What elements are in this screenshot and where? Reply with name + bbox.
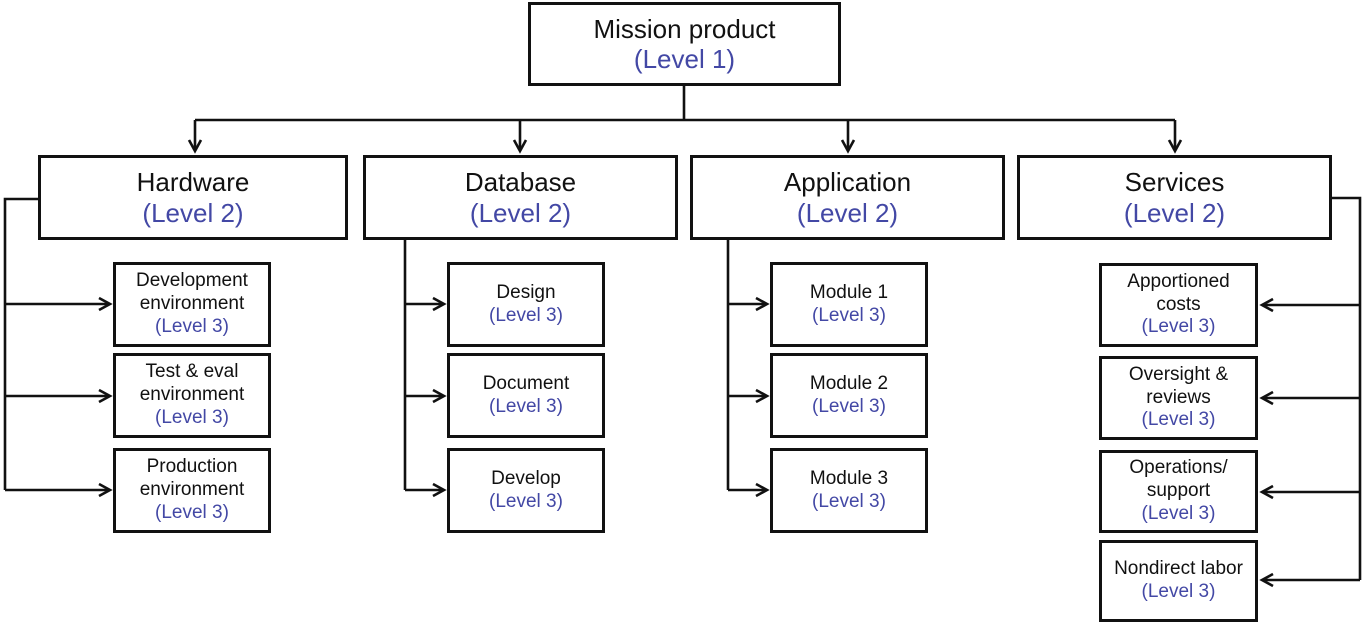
- leaf-level-label: (Level 3): [1141, 581, 1216, 602]
- leaf-title: Development environment: [136, 270, 248, 315]
- leaf-box-module-3: Module 3 (Level 3): [770, 448, 928, 533]
- database-branch-wires: [403, 240, 447, 498]
- branch-level-label: (Level 2): [1123, 197, 1226, 228]
- root-title: Mission product: [593, 13, 776, 44]
- leaf-title: Apportioned costs: [1127, 270, 1230, 315]
- leaf-box-develop: Develop (Level 3): [447, 448, 605, 533]
- leaf-title: Module 2: [809, 372, 889, 394]
- application-branch-wires: [726, 240, 770, 498]
- branch-box-application: Application (Level 2): [690, 155, 1005, 240]
- leaf-box-module-1: Module 1 (Level 3): [770, 262, 928, 347]
- leaf-box-operations-support: Operations/ support (Level 3): [1099, 450, 1258, 533]
- leaf-box-nondirect-labor: Nondirect labor (Level 3): [1099, 540, 1258, 622]
- leaf-title: Nondirect labor: [1114, 558, 1243, 580]
- leaf-level-label: (Level 3): [1141, 502, 1216, 524]
- branch-title: Hardware: [136, 167, 250, 198]
- leaf-box-development-environment: Development environment (Level 3): [113, 262, 271, 347]
- leaf-title: Module 1: [809, 281, 889, 303]
- leaf-level-label: (Level 3): [1141, 316, 1216, 338]
- leaf-level-label: (Level 3): [812, 395, 886, 417]
- leaf-level-label: (Level 3): [812, 490, 886, 512]
- leaf-box-module-2: Module 2 (Level 3): [770, 353, 928, 438]
- leaf-level-label: (Level 3): [155, 501, 229, 523]
- leaf-level-label: (Level 3): [155, 315, 229, 337]
- leaf-level-label: (Level 3): [812, 304, 886, 326]
- leaf-title: Design: [496, 281, 556, 303]
- root-level-label: (Level 1): [633, 44, 736, 74]
- branch-box-database: Database (Level 2): [363, 155, 678, 240]
- leaf-box-document: Document (Level 3): [447, 353, 605, 438]
- leaf-level-label: (Level 3): [1141, 409, 1216, 431]
- leaf-box-apportioned-costs: Apportioned costs (Level 3): [1099, 263, 1258, 347]
- branch-level-label: (Level 2): [469, 197, 572, 228]
- leaf-title: Module 3: [809, 467, 889, 489]
- hardware-branch-wires: [3, 197, 113, 498]
- root-box: Mission product (Level 1): [528, 2, 841, 86]
- leaf-box-test-eval-environment: Test & eval environment (Level 3): [113, 353, 271, 438]
- root-bus: [187, 86, 1183, 154]
- leaf-title: Document: [482, 372, 570, 394]
- branch-title: Services: [1124, 167, 1225, 198]
- branch-title: Database: [464, 167, 577, 198]
- branch-box-services: Services (Level 2): [1017, 155, 1332, 240]
- leaf-level-label: (Level 3): [155, 406, 229, 428]
- services-branch-wires: [1259, 196, 1362, 588]
- leaf-title: Oversight & reviews: [1128, 363, 1229, 408]
- leaf-title: Test & eval environment: [139, 361, 245, 406]
- leaf-box-design: Design (Level 3): [447, 262, 605, 347]
- leaf-box-production-environment: Production environment (Level 3): [113, 448, 271, 533]
- leaf-box-oversight-reviews: Oversight & reviews (Level 3): [1099, 356, 1258, 440]
- branch-title: Application: [783, 167, 912, 198]
- leaf-level-label: (Level 3): [489, 395, 563, 417]
- leaf-title: Operations/ support: [1129, 457, 1228, 502]
- leaf-level-label: (Level 3): [489, 490, 563, 512]
- branch-level-label: (Level 2): [142, 197, 244, 228]
- leaf-level-label: (Level 3): [489, 304, 563, 326]
- leaf-title: Develop: [491, 467, 561, 489]
- branch-level-label: (Level 2): [796, 197, 899, 228]
- leaf-title: Production environment: [139, 456, 245, 501]
- branch-box-hardware: Hardware (Level 2): [38, 155, 348, 240]
